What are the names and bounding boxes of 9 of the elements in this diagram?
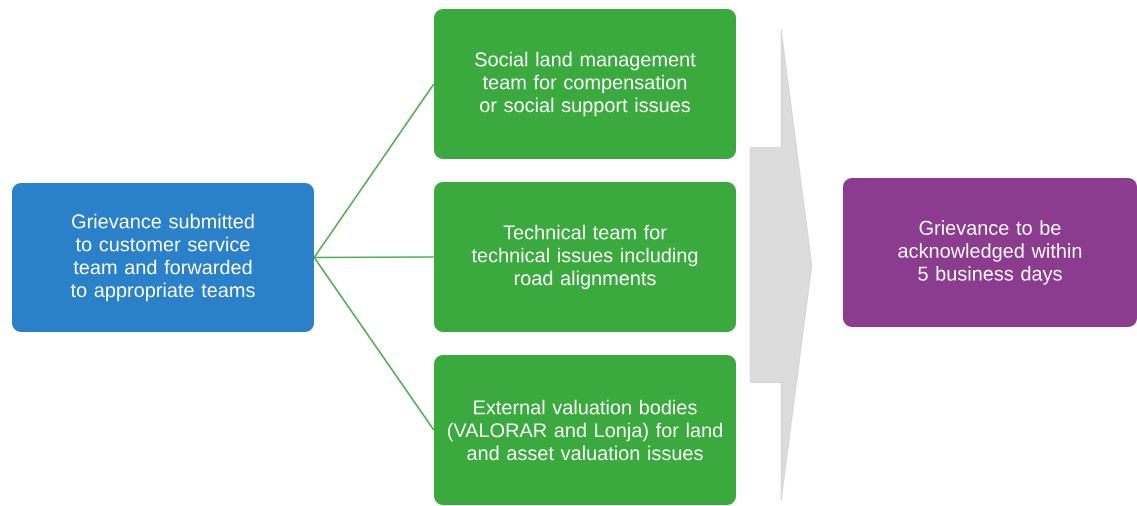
process-box: External valuation bodies (VALORAR and Lonja) for land and asset valuation issues xyxy=(434,355,736,505)
process-box: Grievance submitted to customer service team and forwarded to appropriate teams xyxy=(12,183,314,332)
connector-line xyxy=(313,256,435,431)
process-box: Social land management team for compensation or social support issues xyxy=(434,9,736,159)
connector-line xyxy=(313,83,435,259)
connector-line xyxy=(313,256,435,259)
block-arrow xyxy=(749,29,813,501)
process-box: Technical team for technical issues including road alignments xyxy=(434,182,736,332)
process-box: Grievance to be acknowledged within 5 business days xyxy=(843,178,1137,327)
